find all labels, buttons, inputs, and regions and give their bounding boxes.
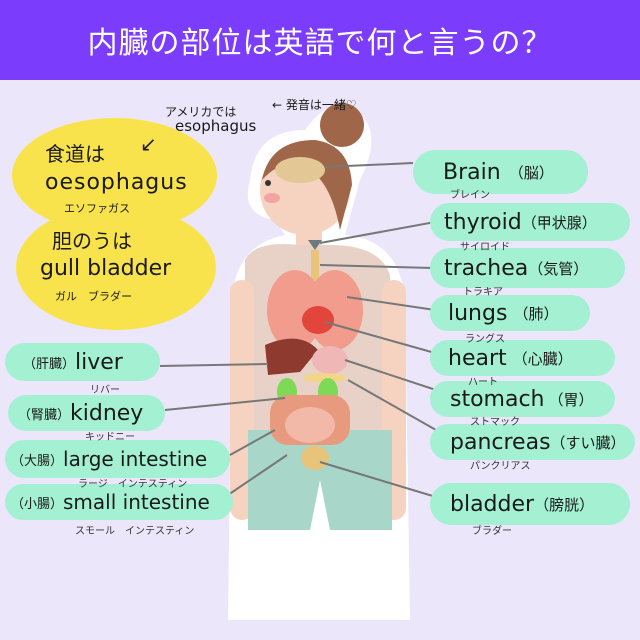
gallbladder-en: gull bladder xyxy=(40,256,172,281)
label-ja: （膀胱） xyxy=(534,495,595,514)
heart-organ xyxy=(302,306,334,334)
label-en: thyroid xyxy=(444,209,522,235)
bladder-organ xyxy=(301,446,329,470)
label-ja: （肝臓） xyxy=(23,356,76,372)
leader-line-liver xyxy=(159,363,269,367)
label-en: kidney xyxy=(70,400,144,426)
kana-heart: ハート xyxy=(468,377,498,388)
title-banner: 内臓の部位は英語で何と言うの？ xyxy=(0,0,640,80)
label-ja: （すい臓） xyxy=(550,433,626,452)
liver-organ xyxy=(265,338,318,375)
label-kidney: （腎臓）kidney xyxy=(8,395,165,431)
kana-bladder: ブラダー xyxy=(472,526,512,537)
label-en: heart xyxy=(448,345,507,371)
arrow-icon: ↙ xyxy=(140,132,157,156)
leader-line-large-intestine xyxy=(229,429,276,456)
hair-bun xyxy=(320,103,364,147)
label-lungs: lungs （肺） xyxy=(430,295,590,331)
label-ja: （脳） xyxy=(508,163,554,182)
kana-small-intestine: スモール インテスティン xyxy=(75,526,195,537)
shorts xyxy=(248,430,392,530)
label-en: large intestine xyxy=(63,447,208,471)
kana-kidney: キッドニー xyxy=(85,432,135,443)
gallbladder-heading: 胆のうは xyxy=(52,229,132,253)
leader-line-small-intestine xyxy=(224,454,288,498)
label-brain: Brain （脳） xyxy=(413,150,588,194)
label-thyroid: thyroid（甲状腺） xyxy=(430,203,630,241)
label-liver: （肝臓）liver xyxy=(5,343,160,381)
page-title: 内臓の部位は英語で何と言うの？ xyxy=(87,26,553,61)
leader-line-brain xyxy=(324,162,414,168)
label-large-intestine: （大腸）large intestine xyxy=(5,440,230,478)
american-label: アメリカでは xyxy=(165,105,237,119)
esophagus-heading: 食道は xyxy=(45,142,105,166)
label-small-intestine: （小腸）small intestine xyxy=(5,484,233,520)
leader-line-thyroid xyxy=(319,221,436,244)
kana-large-intestine: ラージ インテスティン xyxy=(78,479,188,490)
leader-line-bladder xyxy=(319,461,437,498)
leader-line-pancreas xyxy=(347,379,437,431)
label-en: liver xyxy=(75,349,123,375)
label-en: stomach xyxy=(450,386,545,412)
label-ja: （大腸） xyxy=(11,453,64,469)
label-ja: （心臓） xyxy=(512,349,573,368)
label-en: Brain xyxy=(443,159,501,185)
kana-pancreas: パンクリアス xyxy=(470,461,531,472)
leader-line-stomach xyxy=(344,359,437,391)
leader-line-trachea xyxy=(319,264,434,269)
label-pancreas: pancreas（すい臓） xyxy=(430,424,635,460)
stomach-organ xyxy=(312,346,348,374)
label-en: bladder xyxy=(450,491,535,517)
pronunciation-note: ← 発音は一緒♡ xyxy=(272,98,357,112)
label-bladder: bladder（膀胱） xyxy=(430,483,630,525)
label-heart: heart （心臓） xyxy=(430,340,615,376)
label-ja: （小腸） xyxy=(11,496,64,512)
label-trachea: trachea（気管） xyxy=(430,248,625,288)
brain-organ xyxy=(275,157,325,183)
american-en: esophagus xyxy=(175,117,257,135)
kana-thyroid: サイロイド xyxy=(460,242,510,253)
kana-stomach: ストマック xyxy=(470,417,520,428)
label-en: small intestine xyxy=(63,490,210,514)
small-intestine-organ xyxy=(285,407,335,443)
pancreas-organ xyxy=(303,373,347,383)
kana-liver: リバー xyxy=(90,385,120,396)
kana-trachea: トラキア xyxy=(463,287,503,298)
label-en: lungs xyxy=(448,300,508,326)
leader-line-lungs xyxy=(346,296,436,311)
label-stomach: stomach（胃） xyxy=(430,381,615,417)
eye xyxy=(265,180,271,186)
label-ja: （胃） xyxy=(548,390,594,409)
thyroid-organ xyxy=(308,240,322,250)
gallbladder-kana: ガル ブラダー xyxy=(55,290,132,303)
body-illustration xyxy=(159,103,437,620)
leader-line-heart xyxy=(324,321,436,354)
label-en: pancreas xyxy=(450,429,551,455)
label-ja: （甲状腺） xyxy=(521,213,597,232)
kana-brain: ブレイン xyxy=(450,190,490,201)
note-blob-bottom xyxy=(16,205,216,330)
leader-line-kidney xyxy=(164,397,286,411)
label-ja: （肺） xyxy=(513,304,559,323)
cheek xyxy=(264,193,280,203)
kana-lungs: ラングス xyxy=(465,334,505,345)
label-ja: （腎臓） xyxy=(18,407,71,423)
label-ja: （気管） xyxy=(528,259,589,278)
esophagus-en: oesophagus xyxy=(45,170,188,195)
trachea-organ xyxy=(311,250,319,288)
label-en: trachea xyxy=(444,255,529,281)
esophagus-kana: エソファガス xyxy=(64,202,130,215)
